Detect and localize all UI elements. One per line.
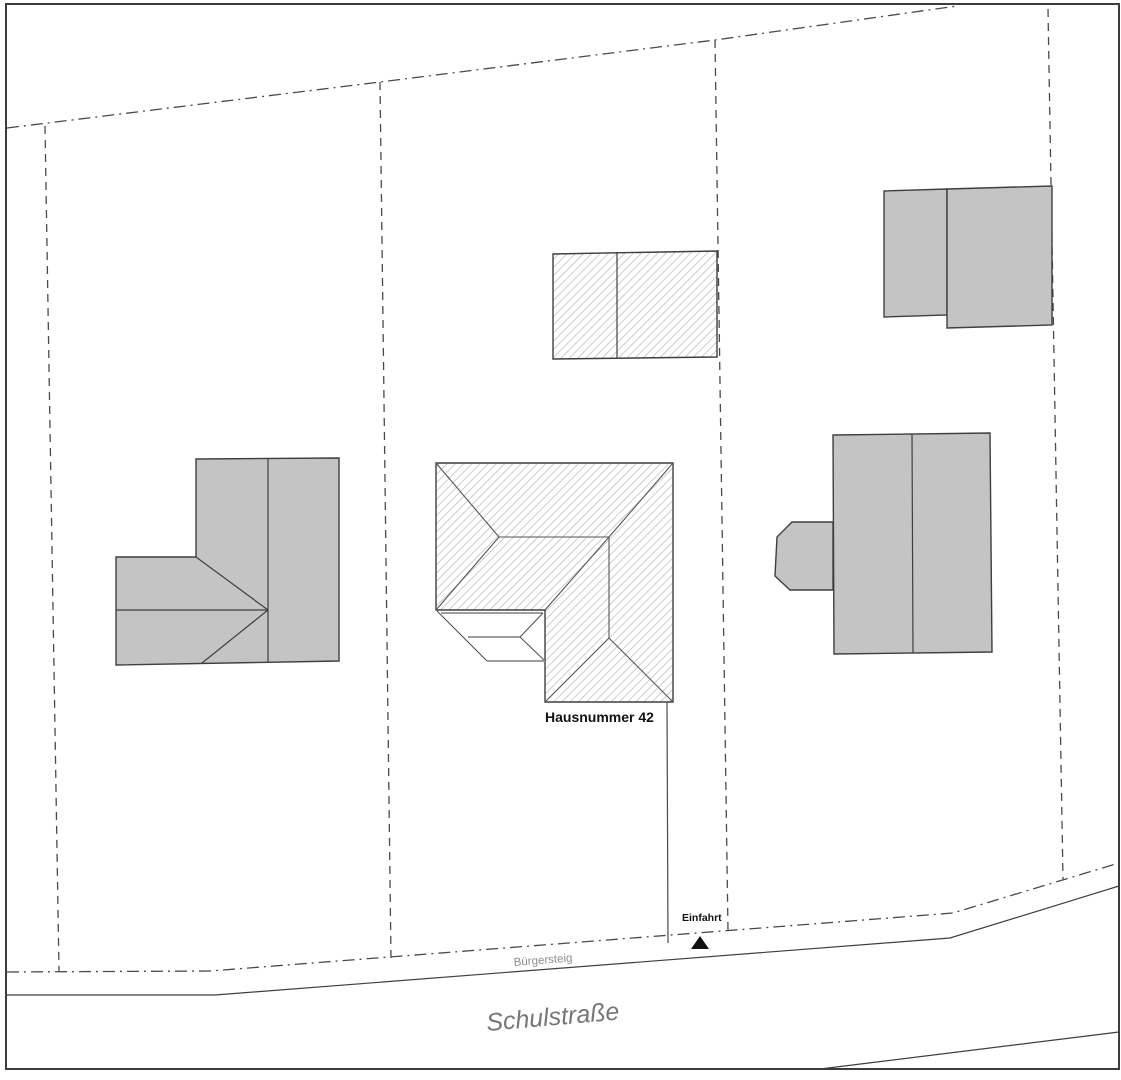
street-label: Schulstraße (485, 997, 620, 1037)
driveway-marker-triangle (691, 936, 709, 949)
house-number-label: Hausnummer 42 (545, 709, 654, 725)
sidewalk-label: Bürgersteig (513, 952, 573, 969)
parcel-boundary-right (1047, 8, 1064, 880)
house-42-porch (436, 610, 546, 662)
plan-frame (5, 3, 1120, 1070)
bay-window (774, 521, 834, 591)
curb-line (6, 885, 1120, 996)
parcel-boundary-second (379, 81, 392, 960)
building-top-right (883, 185, 1053, 329)
driveway-label: Einfahrt (682, 912, 722, 924)
building-left (115, 457, 340, 666)
parcel-boundary-third (714, 39, 729, 932)
front-boundary-line (6, 862, 1120, 973)
house-42-roof-lines (435, 462, 674, 703)
garage-hatched (552, 250, 718, 360)
building-mid-right (774, 432, 993, 655)
rear-boundary-line (6, 5, 958, 129)
street-bottom-edge (819, 1031, 1120, 1070)
driveway-line (666, 701, 669, 944)
house-42 (435, 462, 674, 703)
parcel-boundary-left (44, 125, 60, 972)
